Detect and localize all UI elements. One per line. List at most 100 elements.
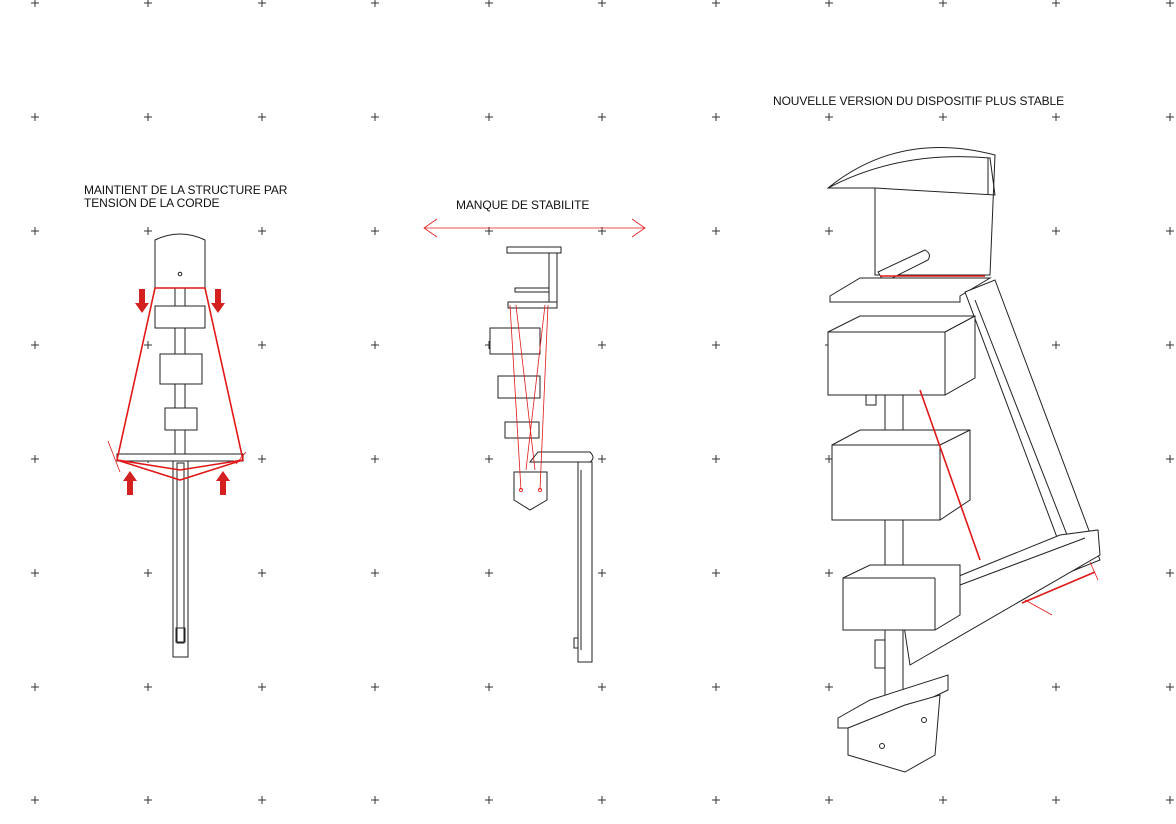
crosshair-icon (258, 113, 266, 121)
crosshair-icon (31, 569, 39, 577)
diagonal-brace (964, 279, 1101, 573)
crosshair-icon (144, 341, 152, 349)
crosshair-icon (485, 113, 493, 121)
crosshair-icon (712, 227, 720, 235)
crosshair-icon (1052, 0, 1060, 7)
rope-end-right (235, 451, 247, 465)
crosshair-icon (1052, 341, 1060, 349)
crosshair-icon (825, 113, 833, 121)
plate-foot (573, 637, 579, 649)
crosshair-icon (144, 569, 152, 577)
crosshair-icon (371, 227, 379, 235)
crosshair-icon (31, 0, 39, 7)
rope-end (1024, 599, 1053, 616)
crosshair-icon (939, 796, 947, 804)
right-caption: NOUVELLE VERSION DU DISPOSITIF PLUS STAB… (773, 94, 1064, 108)
left-caption-line1: MAINTIENT DE LA STRUCTURE PAR (84, 183, 288, 197)
rope-side (919, 389, 981, 561)
crosshair-icon (258, 455, 266, 463)
crosshair-icon (258, 683, 266, 691)
block-edge (944, 315, 976, 333)
block-upper (489, 327, 541, 355)
shaft (884, 629, 904, 701)
crosshair-icon (485, 683, 493, 691)
crosshair-icon (712, 796, 720, 804)
arm-base (507, 301, 558, 309)
arrow-up-right-icon (216, 471, 230, 495)
crosshair-icon (1052, 113, 1060, 121)
base-hole (921, 717, 927, 723)
crosshair-icon (712, 0, 720, 7)
crosshair-icon (31, 341, 39, 349)
crosshair-icon (258, 569, 266, 577)
leg-slot (176, 462, 185, 644)
crosshair-icon (485, 0, 493, 7)
crosshair-icon (1052, 227, 1060, 235)
block-middle (831, 429, 971, 521)
crosshair-icon (939, 0, 947, 7)
rope-cross (116, 459, 244, 471)
crosshair-icon (712, 569, 720, 577)
crosshair-icon (1166, 796, 1174, 804)
crosshair-icon (712, 341, 720, 349)
crosshair-icon (825, 796, 833, 804)
crosshair-icon (371, 683, 379, 691)
crosshair-icon (258, 227, 266, 235)
crosshair-icon (825, 227, 833, 235)
crosshair-icon (1166, 227, 1174, 235)
crosshair-icon (712, 455, 720, 463)
lower-frame (899, 529, 1101, 666)
crosshair-icon (144, 0, 152, 7)
arm-bar (514, 287, 550, 293)
crosshair-icon (31, 683, 39, 691)
top-housing (154, 233, 206, 289)
crosshair-icon (371, 113, 379, 121)
crosshair-icon (825, 569, 833, 577)
arrow-down-left-icon (135, 289, 149, 313)
crosshair-icon (371, 0, 379, 7)
crosshair-icon (31, 113, 39, 121)
crosshair-icon (371, 341, 379, 349)
crosshair-icon (144, 113, 152, 121)
crosshair-icon (1166, 455, 1174, 463)
crosshair-icon (1052, 796, 1060, 804)
crosshair-icon (1166, 569, 1174, 577)
crosshair-icon (31, 227, 39, 235)
arrow-down-right-icon (211, 289, 225, 313)
block-lower (842, 564, 961, 631)
crosshair-icon (31, 455, 39, 463)
base-hole (879, 743, 885, 749)
block-edge (939, 429, 971, 446)
left-caption-line2: TENSION DE LA CORDE (84, 196, 220, 210)
arrow-up-left-icon (123, 471, 137, 495)
crosshair-icon (1166, 113, 1174, 121)
crosshair-icon (144, 683, 152, 691)
crosshair-icon (598, 796, 606, 804)
crosshair-icon (31, 796, 39, 804)
block-middle (497, 375, 541, 399)
crosshair-icon (939, 113, 947, 121)
crosshair-icon (712, 683, 720, 691)
shaft-collar (865, 394, 877, 406)
top-arm (506, 246, 562, 254)
crosshair-icon (825, 683, 833, 691)
bottom-head (513, 471, 548, 511)
middle-caption: MANQUE DE STABILITE (456, 198, 590, 212)
arrowhead-right-icon (631, 218, 646, 238)
crosshair-icon (1166, 0, 1174, 7)
housing-hole (177, 271, 183, 277)
brace-edge (974, 299, 1081, 569)
crosshair-icon (371, 569, 379, 577)
top-rod (877, 249, 930, 283)
crosshair-icon (371, 455, 379, 463)
crosshair-icon (144, 796, 152, 804)
frame-rail (959, 537, 1086, 586)
rope-outline (116, 287, 244, 481)
crosshair-icon (598, 341, 606, 349)
crosshair-icon (598, 113, 606, 121)
crosshair-icon (598, 455, 606, 463)
arrowhead-left-icon (423, 218, 438, 238)
